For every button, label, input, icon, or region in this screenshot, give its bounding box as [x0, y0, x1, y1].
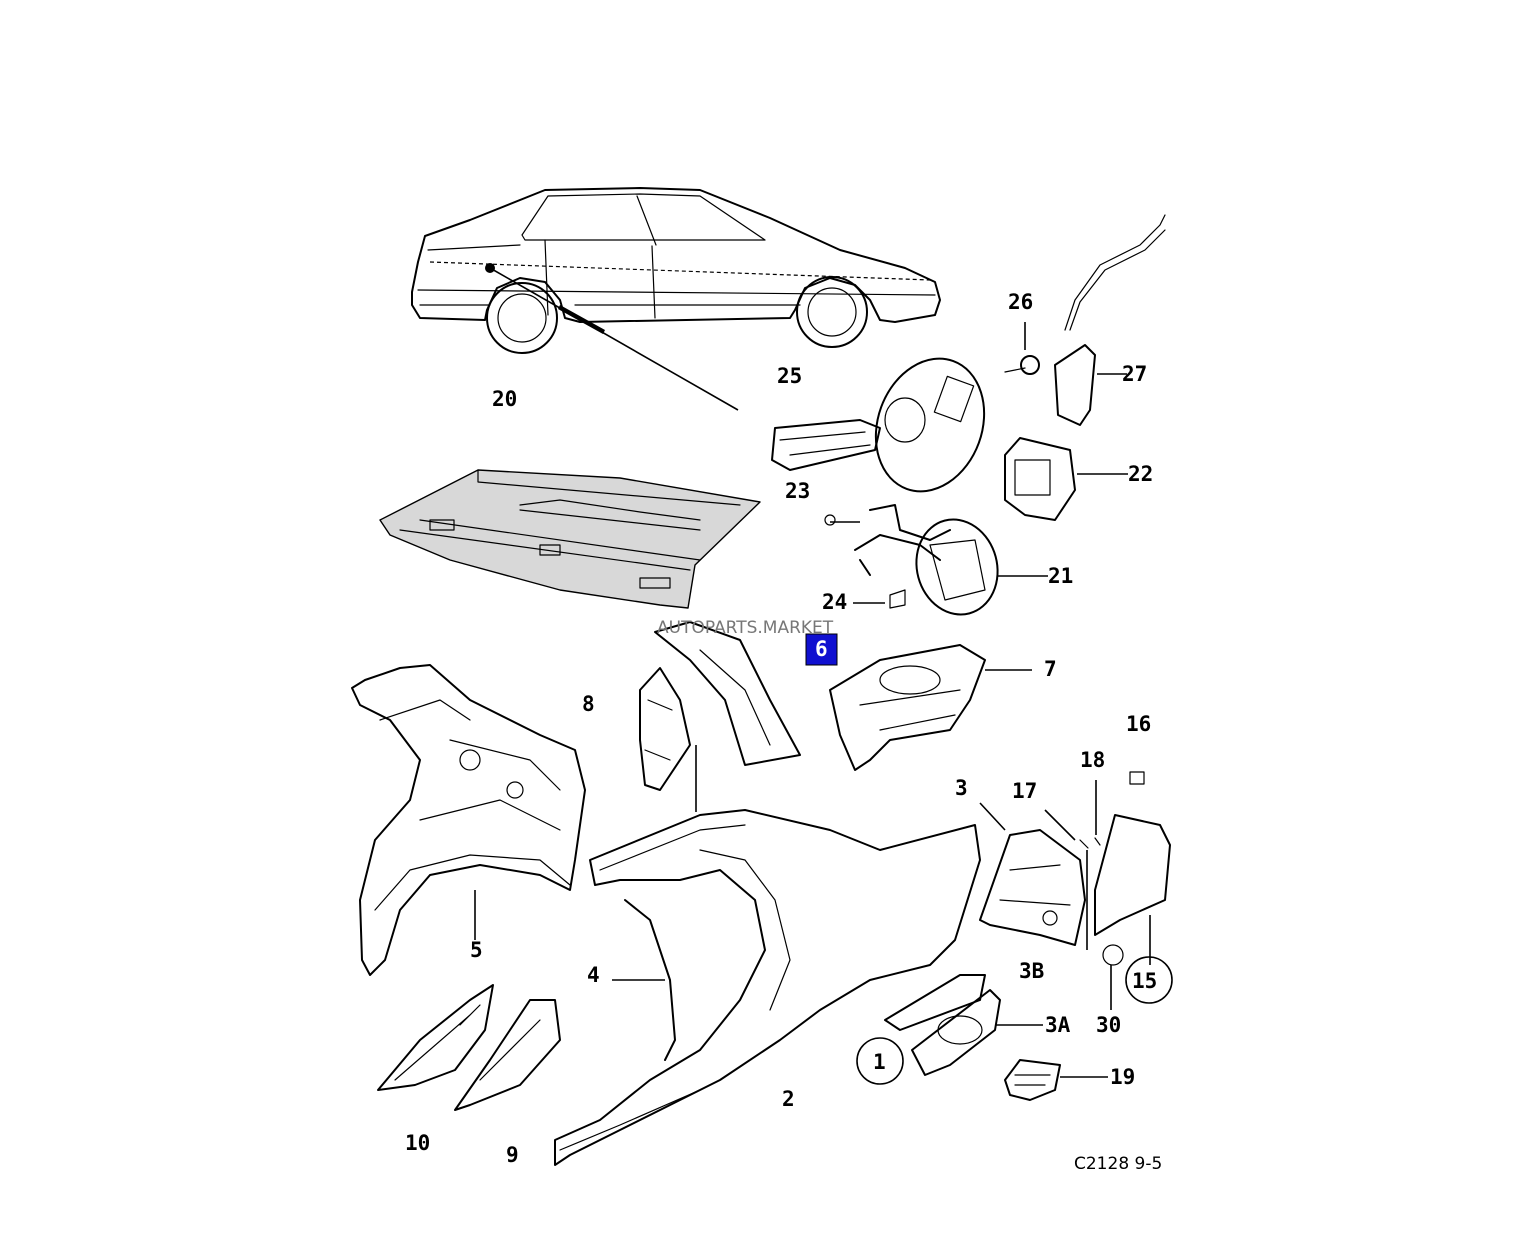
label-8: 8	[582, 692, 595, 716]
quarter-panel-drawing	[554, 745, 981, 1166]
label-3b: 3B	[1019, 959, 1044, 983]
reference-code: C2128 9-5	[1074, 1154, 1162, 1174]
label-3: 3	[955, 776, 968, 800]
highlight-6-box[interactable]	[805, 633, 838, 666]
label-20: 20	[492, 387, 517, 411]
leader-lines	[474, 322, 1151, 1078]
label-23: 23	[785, 479, 810, 503]
label-9: 9	[506, 1143, 519, 1167]
label-19: 19	[1110, 1065, 1135, 1089]
label-22: 22	[1128, 462, 1153, 486]
label-5: 5	[470, 938, 483, 962]
label-24: 24	[822, 590, 847, 614]
parcel-shelf-drawing	[379, 469, 761, 609]
label-1: 1	[873, 1050, 886, 1074]
label-30: 30	[1096, 1013, 1121, 1037]
label-15-circle	[1125, 956, 1173, 1004]
label-25: 25	[777, 364, 802, 388]
label-3a: 3A	[1045, 1013, 1071, 1037]
watermark: AUTOPARTS.MARKET	[657, 618, 834, 638]
label-10: 10	[405, 1131, 430, 1155]
label-15: 15	[1132, 969, 1157, 993]
filler-pocket-drawing	[829, 644, 986, 771]
label-16: 16	[1126, 712, 1151, 736]
rear-end-panels-drawing	[884, 771, 1171, 1101]
part-labels: 20 25 26 27 22 23 21 24 6 7 8 16 18 3 17…	[405, 290, 1173, 1167]
label-4: 4	[587, 963, 600, 987]
car-overview-drawing	[411, 187, 941, 411]
label-18: 18	[1080, 748, 1105, 772]
rear-wheelhouse-drawing	[351, 664, 586, 976]
label-17: 17	[1012, 779, 1037, 803]
label-27: 27	[1122, 362, 1147, 386]
fuel-filler-assembly-drawing	[771, 214, 1166, 616]
inner-trim-pieces-drawing	[377, 984, 561, 1111]
c-pillar-reinforcement-drawing	[639, 621, 801, 791]
label-21: 21	[1048, 564, 1073, 588]
label-6[interactable]: 6	[815, 637, 828, 661]
label-7: 7	[1044, 657, 1057, 681]
label-26: 26	[1008, 290, 1033, 314]
label-2: 2	[782, 1087, 795, 1111]
label-1-circle	[856, 1037, 904, 1085]
